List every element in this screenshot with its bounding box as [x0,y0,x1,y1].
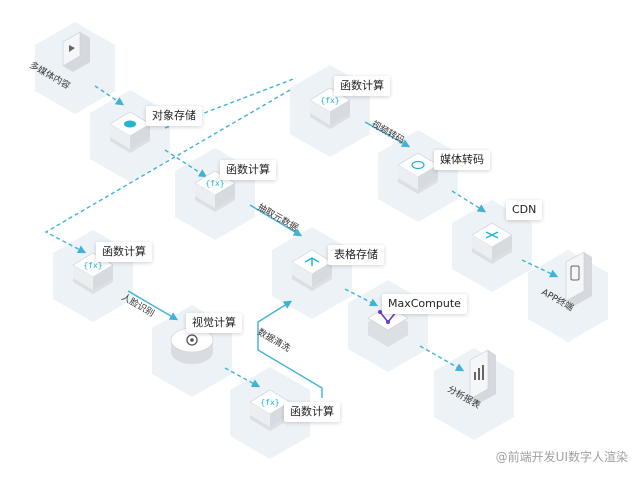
edge-cdn-to-app [521,259,559,278]
function-icon: {fx} [320,96,339,105]
label-maxcompute: MaxCompute [382,294,467,314]
transcode-icon [411,160,425,170]
function-icon: {fx} [260,398,279,407]
edge-fc-left-to-visual [127,290,179,321]
label-object-storage: 对象存储 [146,106,202,126]
edge-maxcompute-to-report [419,345,465,372]
edge-media-to-storage [94,85,125,106]
eye-icon [186,334,198,346]
stack-fc-left: {fx} [72,252,114,294]
phone-icon [570,265,580,281]
stack-transcode [397,152,439,194]
edge-fc-top-to-transcode [364,121,411,148]
watermark: @前端开发UI数字人渲染 [495,450,628,464]
stack-table-storage [291,249,333,291]
media-content-node [62,31,90,72]
network-icon [485,231,499,239]
visual-compute-node [170,327,214,364]
edge-transcode-to-cdn [451,190,487,213]
edge-fc-mid-to-table [249,204,303,237]
label-cdn: CDN [506,200,543,220]
edge-table-to-maxcompute [344,288,379,307]
edge-fc-bottom-to-table [257,300,323,398]
analytics-report-node [469,349,496,404]
bar-chart-icon [474,365,484,380]
edge-storage-to-fc-mid [164,149,208,178]
label-fc-top: 函数计算 [334,76,390,96]
label-fc-bottom: 函数计算 [284,402,340,422]
edge-storage-to-fc-left [44,89,291,254]
stack-cdn [471,222,513,264]
label-fc-mid: 函数计算 [220,160,276,180]
stack-object-storage [109,111,151,153]
play-icon [69,45,75,52]
function-icon: {fx} [83,261,102,270]
app-terminal-node [565,251,592,306]
cloud-storage-icon [124,120,136,128]
label-table-storage: 表格存储 [328,245,384,265]
label-transcode: 媒体转码 [434,150,490,170]
table-storage-icon [304,257,320,266]
edge-visual-to-fc-bottom [224,367,261,388]
label-fc-left: 函数计算 [96,242,152,262]
function-icon: {fx} [205,179,224,188]
label-visual: 视觉计算 [186,313,242,333]
